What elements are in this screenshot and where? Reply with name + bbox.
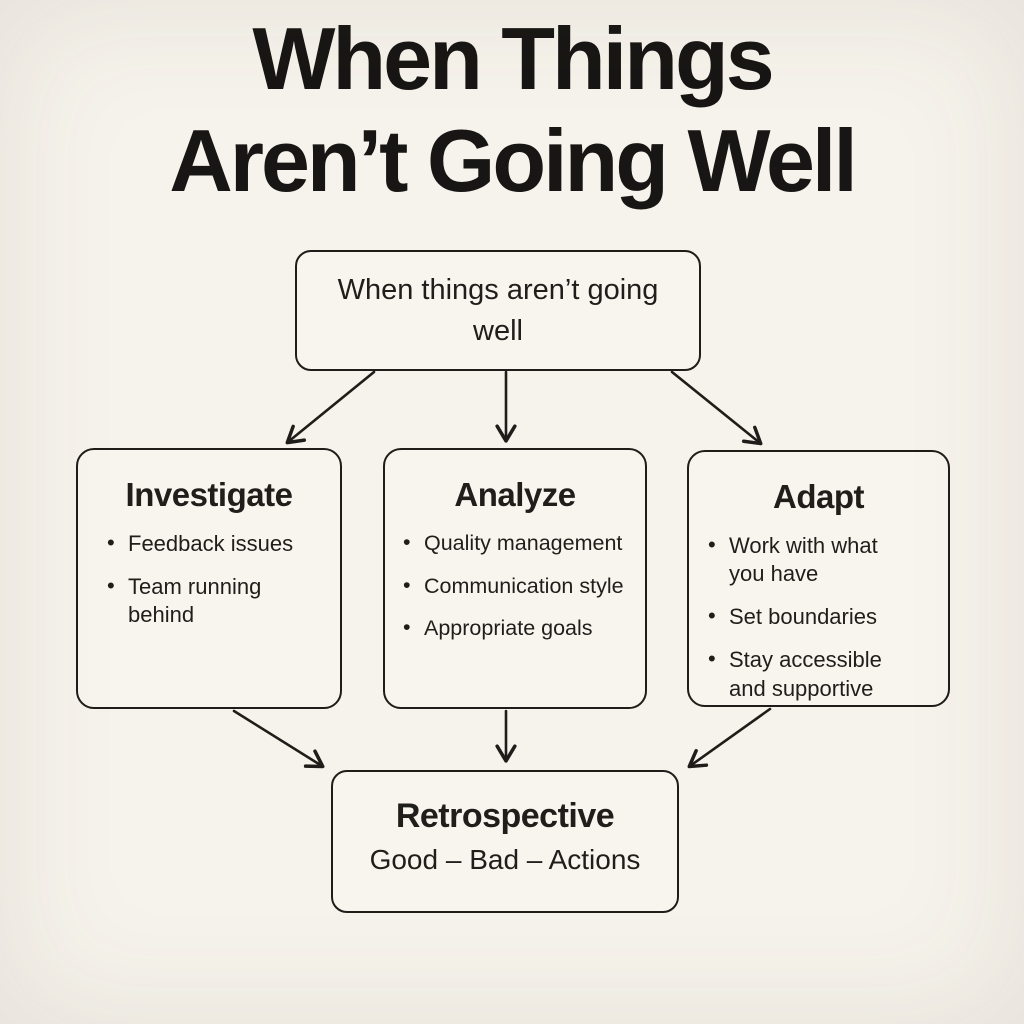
node-adapt-bullets: Work with what you have Set boundaries S… bbox=[689, 531, 948, 703]
bullet-item: Quality management bbox=[401, 529, 645, 558]
arrow-root-to-adapt bbox=[670, 370, 763, 446]
bullet-item: Feedback issues bbox=[105, 529, 318, 558]
node-root-label: When things aren’t going well bbox=[337, 273, 659, 347]
node-analyze: Analyze Quality management Communication… bbox=[383, 448, 647, 709]
node-retrospective-subtitle: Good – Bad – Actions bbox=[369, 844, 641, 875]
node-analyze-title: Analyze bbox=[454, 476, 576, 513]
bullet-item: Communication style bbox=[401, 572, 645, 601]
node-adapt-title: Adapt bbox=[773, 478, 865, 515]
node-investigate-bullets: Feedback issues Team running behind bbox=[78, 529, 340, 629]
page-title-line2: Aren’t Going Well bbox=[169, 111, 858, 211]
node-investigate-title: Investigate bbox=[125, 476, 293, 513]
bullet-item: Set boundaries bbox=[706, 602, 907, 631]
bullet-item: Appropriate goals bbox=[401, 614, 645, 643]
arrow-investigate-to-retrospective bbox=[232, 709, 325, 769]
node-analyze-bullets: Quality management Communication style A… bbox=[385, 529, 645, 643]
bullet-item: Work with what you have bbox=[706, 531, 907, 588]
node-retrospective: Retrospective Good – Bad – Actions bbox=[331, 770, 679, 913]
node-investigate: Investigate Feedback issues Team running… bbox=[76, 448, 342, 709]
bullet-item: Stay accessible and supportive bbox=[706, 645, 907, 702]
node-adapt: Adapt Work with what you have Set bounda… bbox=[687, 450, 950, 707]
arrow-root-to-investigate bbox=[285, 370, 376, 445]
bullet-item: Team running behind bbox=[105, 572, 318, 629]
node-retrospective-title: Retrospective bbox=[395, 797, 615, 835]
page-title-line1: When Things bbox=[252, 9, 774, 108]
arrow-adapt-to-retrospective bbox=[687, 707, 772, 769]
node-root: When things aren’t going well bbox=[295, 250, 701, 371]
